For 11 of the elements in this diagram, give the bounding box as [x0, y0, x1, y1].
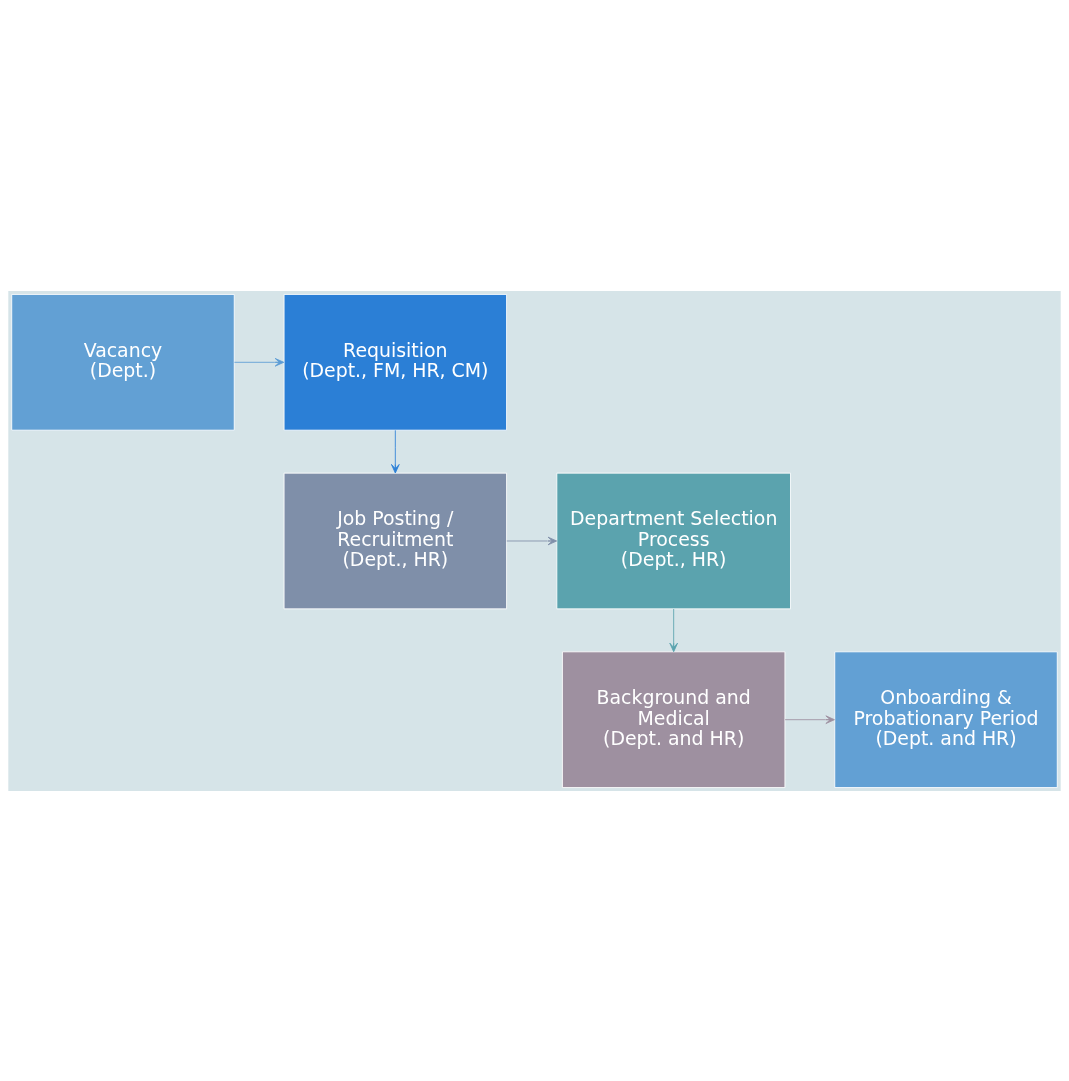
arrow — [234, 357, 285, 367]
node-box: Job Posting / Recruitment (Dept., HR) — [283, 472, 507, 609]
node-box: Vacancy (Dept.) — [11, 293, 235, 431]
arrow — [506, 536, 558, 545]
arrow — [391, 429, 400, 473]
node-box: Onboarding & Probationary Period (Dept. and HR) — [834, 650, 1058, 788]
arrow — [669, 608, 678, 652]
node-box: Background and Medical (Dept. and HR) — [562, 650, 786, 788]
node-box: Requisition (Dept., FM, HR, CM) — [283, 293, 507, 431]
arrow — [784, 714, 835, 724]
node-box: Department Selection Process (Dept., HR) — [556, 472, 791, 609]
